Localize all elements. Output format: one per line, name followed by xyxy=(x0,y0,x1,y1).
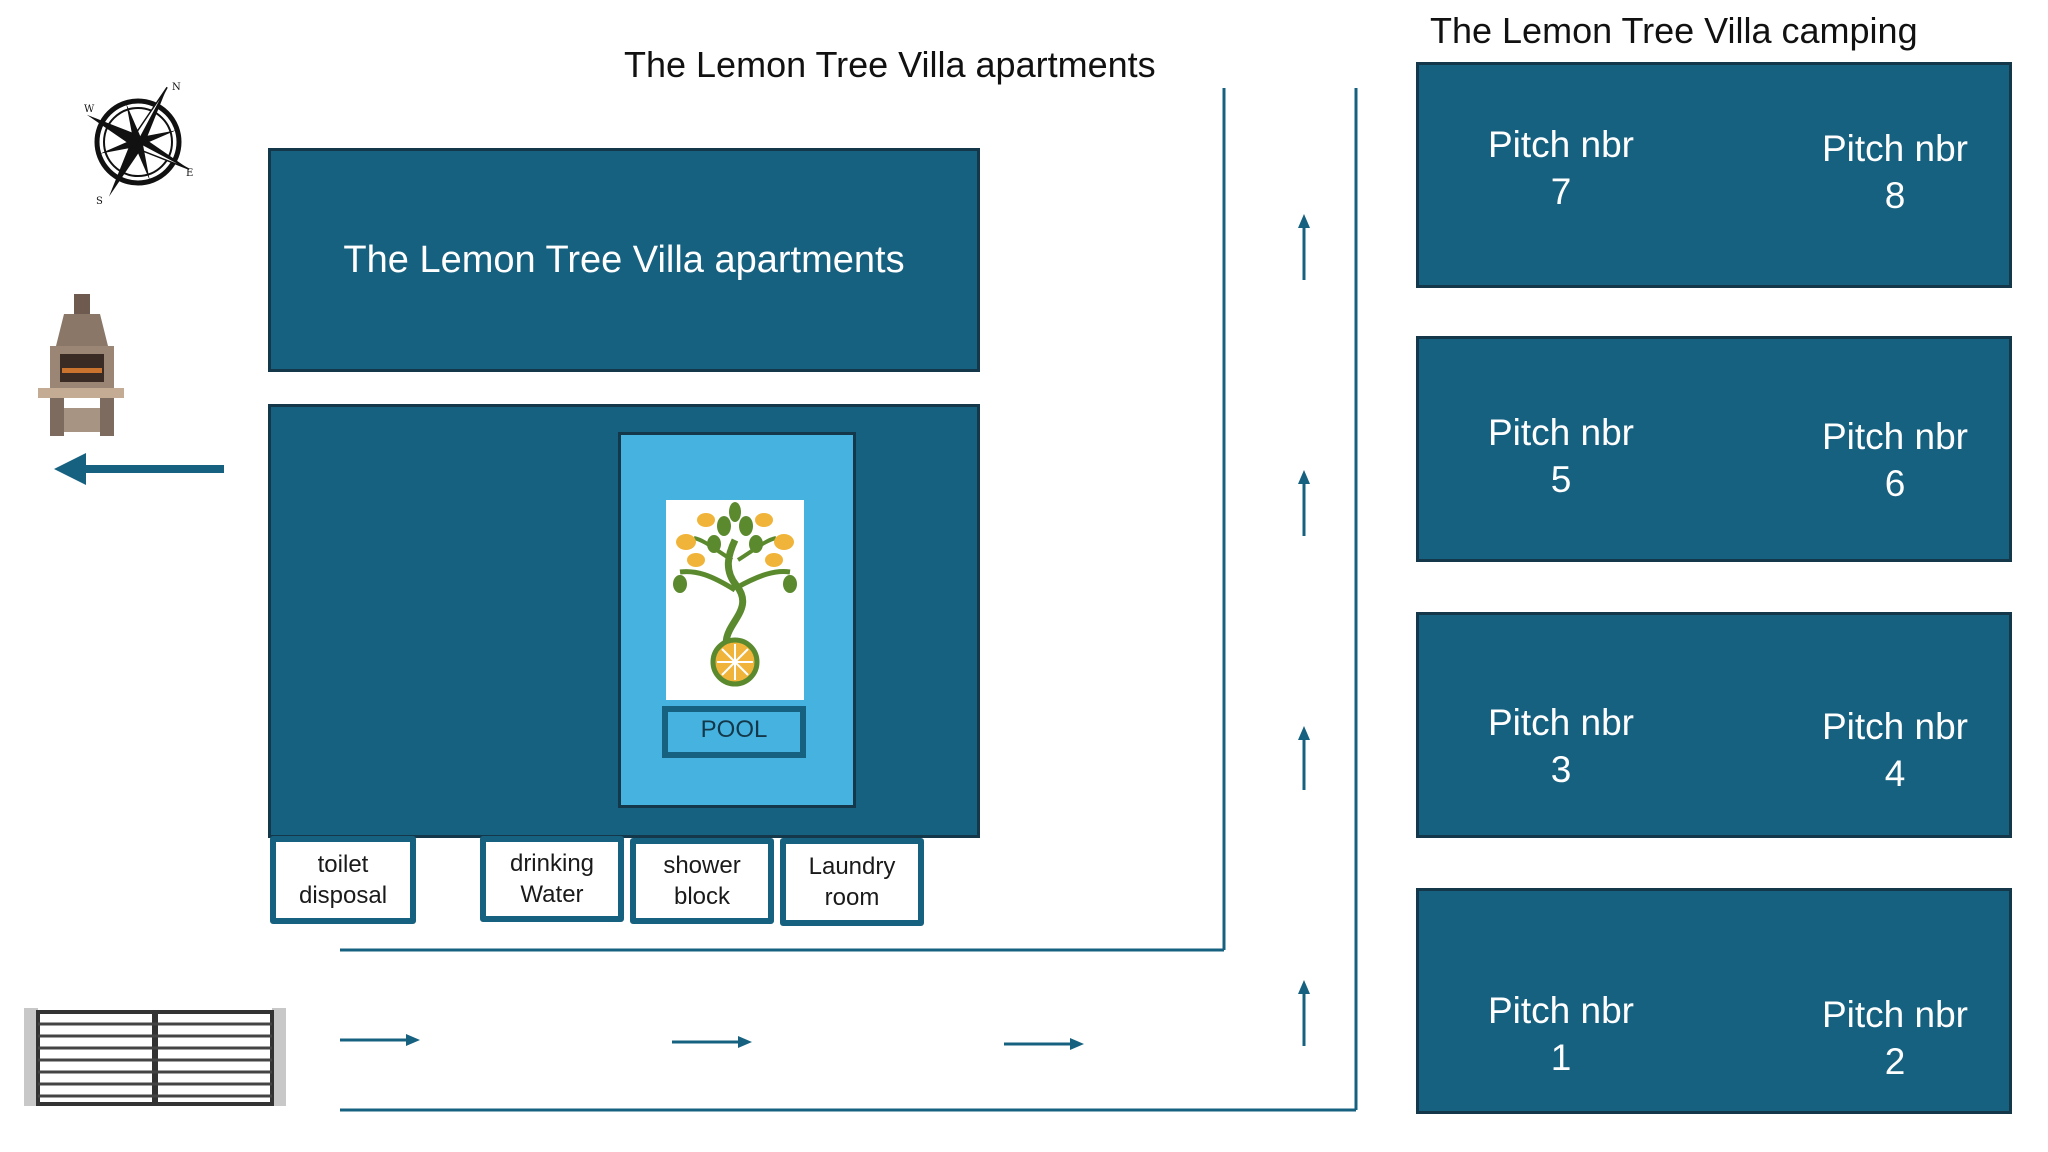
barbecue-icon xyxy=(38,294,124,436)
facility-line1: shower xyxy=(663,852,741,879)
facility-line2: disposal xyxy=(298,882,388,909)
compass-e-label: E xyxy=(186,168,193,179)
apartments-block-label: The Lemon Tree Villa apartments xyxy=(343,239,905,281)
camping-heading: The Lemon Tree Villa camping xyxy=(1430,10,1918,51)
road-arrow-right xyxy=(340,1034,420,1046)
facility-laundry-room: Laundry room xyxy=(780,838,924,926)
facility-line1: toilet xyxy=(317,851,369,878)
facility-line2: block xyxy=(673,883,731,910)
facility-line2: room xyxy=(824,884,880,911)
road-arrow-up xyxy=(1298,726,1310,790)
barbecue-direction-arrow xyxy=(54,453,224,485)
apartments-heading: The Lemon Tree Villa apartments xyxy=(624,44,1156,85)
gate-icon xyxy=(24,1008,286,1106)
road-arrow-up xyxy=(1298,214,1310,280)
compass-s-label: S xyxy=(96,196,103,206)
logo-card xyxy=(666,500,804,700)
facility-line2: Water xyxy=(520,881,584,908)
road-arrow-right xyxy=(672,1036,752,1048)
facility-toilet-disposal: toilet disposal xyxy=(270,836,416,924)
road-arrow-right xyxy=(1004,1038,1084,1050)
facility-shower-block: shower block xyxy=(630,838,774,924)
apartments-block: The Lemon Tree Villa apartments xyxy=(268,148,980,372)
facility-line1: drinking xyxy=(509,850,595,877)
road-arrow-up xyxy=(1298,980,1310,1046)
compass-rose-icon: N E S W xyxy=(84,82,193,206)
lemon-tree-logo-icon xyxy=(673,502,797,687)
facility-line1: Laundry xyxy=(808,853,896,880)
pool-label: POOL xyxy=(662,706,806,758)
road-arrow-up xyxy=(1298,470,1310,536)
compass-n-label: N xyxy=(172,82,181,93)
compass-w-label: W xyxy=(84,104,95,115)
